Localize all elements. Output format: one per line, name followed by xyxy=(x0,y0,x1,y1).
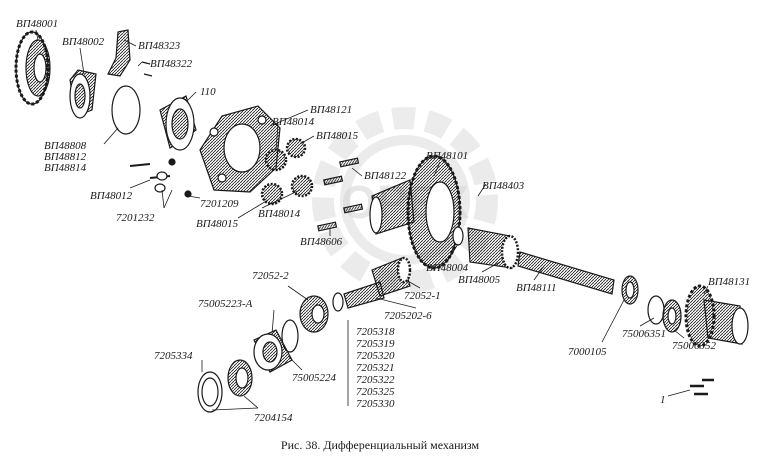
figure-caption: Рис. 38. Дифференциальный механизм xyxy=(280,438,480,452)
label-72052-2: 72052-2 xyxy=(252,270,289,282)
gear-vp48131 xyxy=(684,284,749,348)
stack-item: 7205330 xyxy=(356,398,395,410)
shaft-vp48005 xyxy=(452,226,520,270)
label-75005223-a: 75005223-А xyxy=(198,298,253,310)
shaft-vp48111 xyxy=(517,251,615,295)
gear-vp48015-bottom xyxy=(290,174,314,198)
label-7201232: 7201232 xyxy=(116,212,155,224)
label-vp48606: ВП48606 xyxy=(300,236,343,248)
fork-vp48323 xyxy=(107,29,131,77)
label-vp48014-bottom: ВП48014 xyxy=(258,208,301,220)
ring-small xyxy=(332,292,344,312)
housing-75005223-a xyxy=(253,329,293,373)
label-7201209: 7201209 xyxy=(200,198,239,210)
bushing-vp48002 xyxy=(69,69,97,119)
gear-vp48001 xyxy=(14,30,51,106)
label-vp48812: ВП48812 xyxy=(44,151,87,163)
stack-item: 7205322 xyxy=(356,374,395,386)
label-7204154: 7204154 xyxy=(254,412,293,424)
bolts-vp48322 xyxy=(141,61,153,77)
label-vp48322: ВП48322 xyxy=(150,58,193,70)
label-vp48005: ВП48005 xyxy=(458,274,501,286)
bearing-110 xyxy=(159,95,197,151)
leader-lines xyxy=(35,29,709,411)
ring-large xyxy=(281,319,299,353)
label-vp48323: ВП48323 xyxy=(138,40,181,52)
housing xyxy=(199,105,281,193)
label-1: 1 xyxy=(660,394,666,406)
stack-item: 7205318 xyxy=(356,326,395,338)
label-7205334: 7205334 xyxy=(154,350,193,362)
label-110: 110 xyxy=(200,86,216,98)
shaft-7205202-6 xyxy=(343,281,385,309)
label-vp48015-top: ВП48015 xyxy=(316,130,359,142)
label-75006351: 75006351 xyxy=(622,328,666,340)
ring-vp48808 xyxy=(111,85,141,135)
label-72052-1: 72052-1 xyxy=(404,290,441,302)
ring-7205334 xyxy=(197,371,223,413)
label-vp48015-bottom: ВП48015 xyxy=(196,218,239,230)
label-vp48814: ВП48814 xyxy=(44,162,87,174)
stack-item: 7205325 xyxy=(356,386,395,398)
bolts-vp48012 xyxy=(129,158,192,198)
gear-vp48014-bottom xyxy=(260,182,284,206)
label-vp48121: ВП48121 xyxy=(310,104,353,116)
label-vp48002: ВП48002 xyxy=(62,36,105,48)
label-vp48122: ВП48122 xyxy=(364,170,407,182)
gear-vp48014-top xyxy=(264,148,288,172)
label-vp48004: ВП48004 xyxy=(426,262,469,274)
washer-7000105 xyxy=(621,275,639,305)
label-vp48101: ВП48101 xyxy=(426,150,469,162)
label-7000105: 7000105 xyxy=(568,346,607,358)
stack-item: 7205320 xyxy=(356,350,395,362)
pins-1 xyxy=(690,378,714,396)
label-vp48014-top: ВП48014 xyxy=(272,116,315,128)
label-7205202-6: 7205202-6 xyxy=(384,310,432,322)
pins-vp48122 xyxy=(317,157,364,232)
ring-75005224 xyxy=(227,359,253,397)
label-vp48001: ВП48001 xyxy=(16,18,59,30)
ring-75006352 xyxy=(662,299,682,333)
label-vp48131: ВП48131 xyxy=(708,276,751,288)
label-vp48808: ВП48808 xyxy=(44,140,87,152)
stack-item: 7205321 xyxy=(356,362,395,374)
label-vp48012: ВП48012 xyxy=(90,190,133,202)
gear-vp48015-top xyxy=(285,137,307,159)
label-75005224: 75005224 xyxy=(292,372,336,384)
stack-item: 7205319 xyxy=(356,338,395,350)
label-75006352: 75006352 xyxy=(672,340,716,352)
ring-gear-vp48101 xyxy=(369,154,462,270)
label-vp48111: ВП48111 xyxy=(516,282,557,294)
bearing-72052-2 xyxy=(299,295,329,333)
label-vp48403: ВП48403 xyxy=(482,180,525,192)
